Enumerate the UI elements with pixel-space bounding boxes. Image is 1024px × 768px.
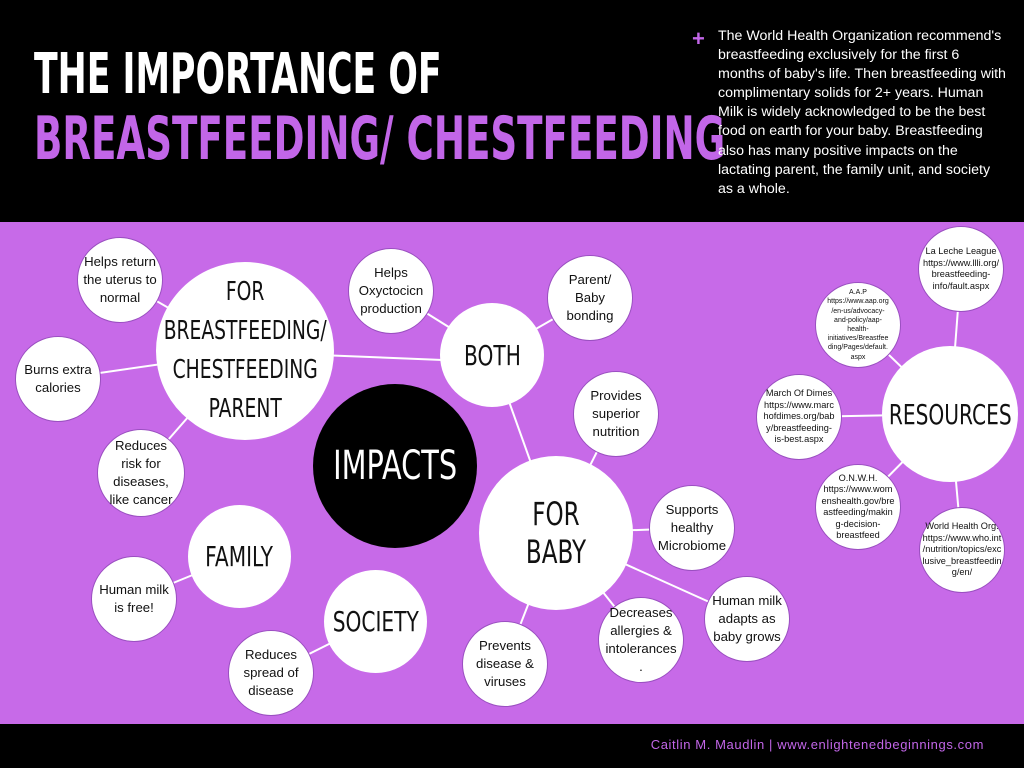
society-benefit-spread: Reduces spread of disease: [228, 630, 314, 716]
footer: Caitlin M. Maudlin | www.enlightenedbegi…: [0, 724, 1024, 768]
footer-credit: Caitlin M. Maudlin | www.enlightenedbegi…: [650, 737, 984, 752]
both-benefit-bonding: Parent/ Baby bonding: [547, 255, 633, 341]
society-node: SOCIETY: [324, 570, 427, 673]
header: THE IMPORTANCE OF BREASTFEEDING/ CHESTFE…: [0, 0, 1024, 222]
parent-benefit-uterus: Helps return the uterus to normal: [77, 237, 163, 323]
baby-node: FOR BABY: [479, 456, 633, 610]
both-benefit-oxytocin: Helps Oxyctocicn production: [348, 248, 434, 334]
intro-text: The World Health Organization recommend'…: [718, 28, 1006, 197]
resource-la-leche-league: La Leche League https://www.llli.org/ br…: [918, 226, 1004, 312]
resources-node: RESOURCES: [882, 346, 1018, 482]
family-node: FAMILY: [188, 505, 291, 608]
title-line-2: BREASTFEEDING/ CHESTFEEDING: [34, 104, 726, 174]
baby-benefit-adapts: Human milk adapts as baby grows: [704, 576, 790, 662]
parent-benefit-calories: Burns extra calories: [15, 336, 101, 422]
baby-benefit-allergies: Decreases allergies & intolerances .: [598, 597, 684, 683]
parent-benefit-disease-risk: Reduces risk for diseases, like cancer: [97, 429, 185, 517]
both-node: BOTH: [440, 303, 544, 407]
resource-who: World Health Org. https://www.who.int /n…: [919, 507, 1005, 593]
title-line-1: THE IMPORTANCE OF: [34, 42, 442, 107]
resource-onwh: O.N.W.H. https://www.wom enshealth.gov/b…: [815, 464, 901, 550]
baby-benefit-prevents-disease: Prevents disease & viruses: [462, 621, 548, 707]
impacts-center-node: IMPACTS: [313, 384, 477, 548]
resource-march-of-dimes: March Of Dimes https://www.marc hofdimes…: [756, 374, 842, 460]
plus-icon: +: [692, 26, 705, 51]
parent-node: FOR BREASTFEEDING/ CHESTFEEDING PARENT: [156, 262, 334, 440]
baby-benefit-microbiome: Supports healthy Microbiome: [649, 485, 735, 571]
baby-benefit-nutrition: Provides superior nutrition: [573, 371, 659, 457]
family-benefit-free: Human milk is free!: [91, 556, 177, 642]
resource-aap: A.A.P https://www.aap.org /en-us/advocac…: [815, 282, 901, 368]
